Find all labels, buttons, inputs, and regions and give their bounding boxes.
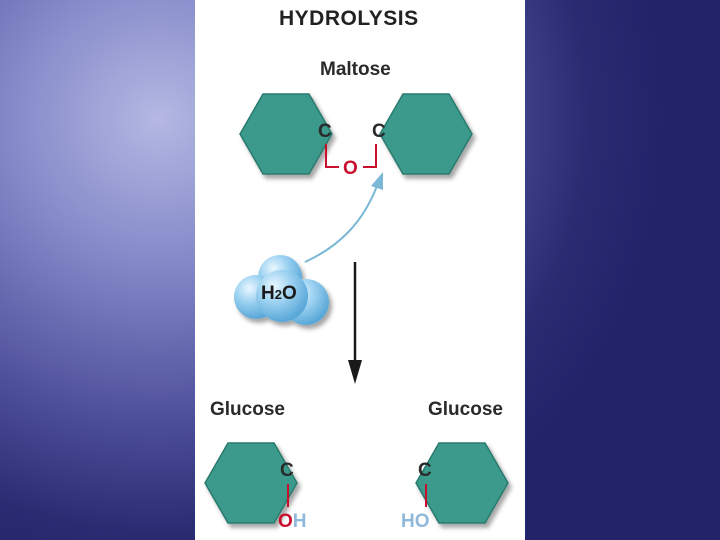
water-molecule (234, 255, 329, 325)
maltose-right-hexagon (379, 93, 473, 175)
water-hydrogen: H (261, 283, 275, 304)
maltose-carbon-left: C (318, 121, 332, 142)
maltose-label: Maltose (320, 59, 391, 80)
hydroxyl-right-hydrogen: H (401, 511, 415, 532)
bridge-oxygen: O (343, 158, 358, 179)
glucose-left-hexagon (204, 442, 298, 524)
hydroxyl-left: OH (278, 512, 307, 531)
maltose-left-hexagon (239, 93, 333, 175)
hydroxyl-right-oxygen: O (414, 511, 430, 532)
hydroxyl-right: HO (401, 512, 430, 531)
reaction-arrow-head (348, 360, 362, 384)
water-oxygen: O (281, 283, 297, 304)
glycosidic-bond-right (363, 144, 377, 168)
glucose-right-carbon: C (418, 460, 432, 481)
water-arrow-head (371, 172, 383, 190)
glucose-left-carbon: C (280, 460, 294, 481)
water-arrow (304, 185, 378, 263)
glucose-left-label: Glucose (210, 399, 285, 420)
diagram-title: HYDROLYSIS (279, 7, 419, 30)
glucose-right-label: Glucose (428, 399, 503, 420)
diagram-art (204, 93, 509, 524)
maltose-carbon-right: C (372, 121, 386, 142)
water-formula: H2O (261, 284, 297, 303)
water-subscript: 2 (274, 287, 282, 302)
hydroxyl-left-oxygen: O (278, 511, 293, 532)
glucose-right-hexagon (415, 442, 509, 524)
glycosidic-bond-left (325, 144, 339, 168)
hydroxyl-left-hydrogen: H (292, 511, 307, 532)
diagram-panel: HYDROLYSIS Maltose C C O H2O Glucose Glu… (195, 0, 525, 540)
